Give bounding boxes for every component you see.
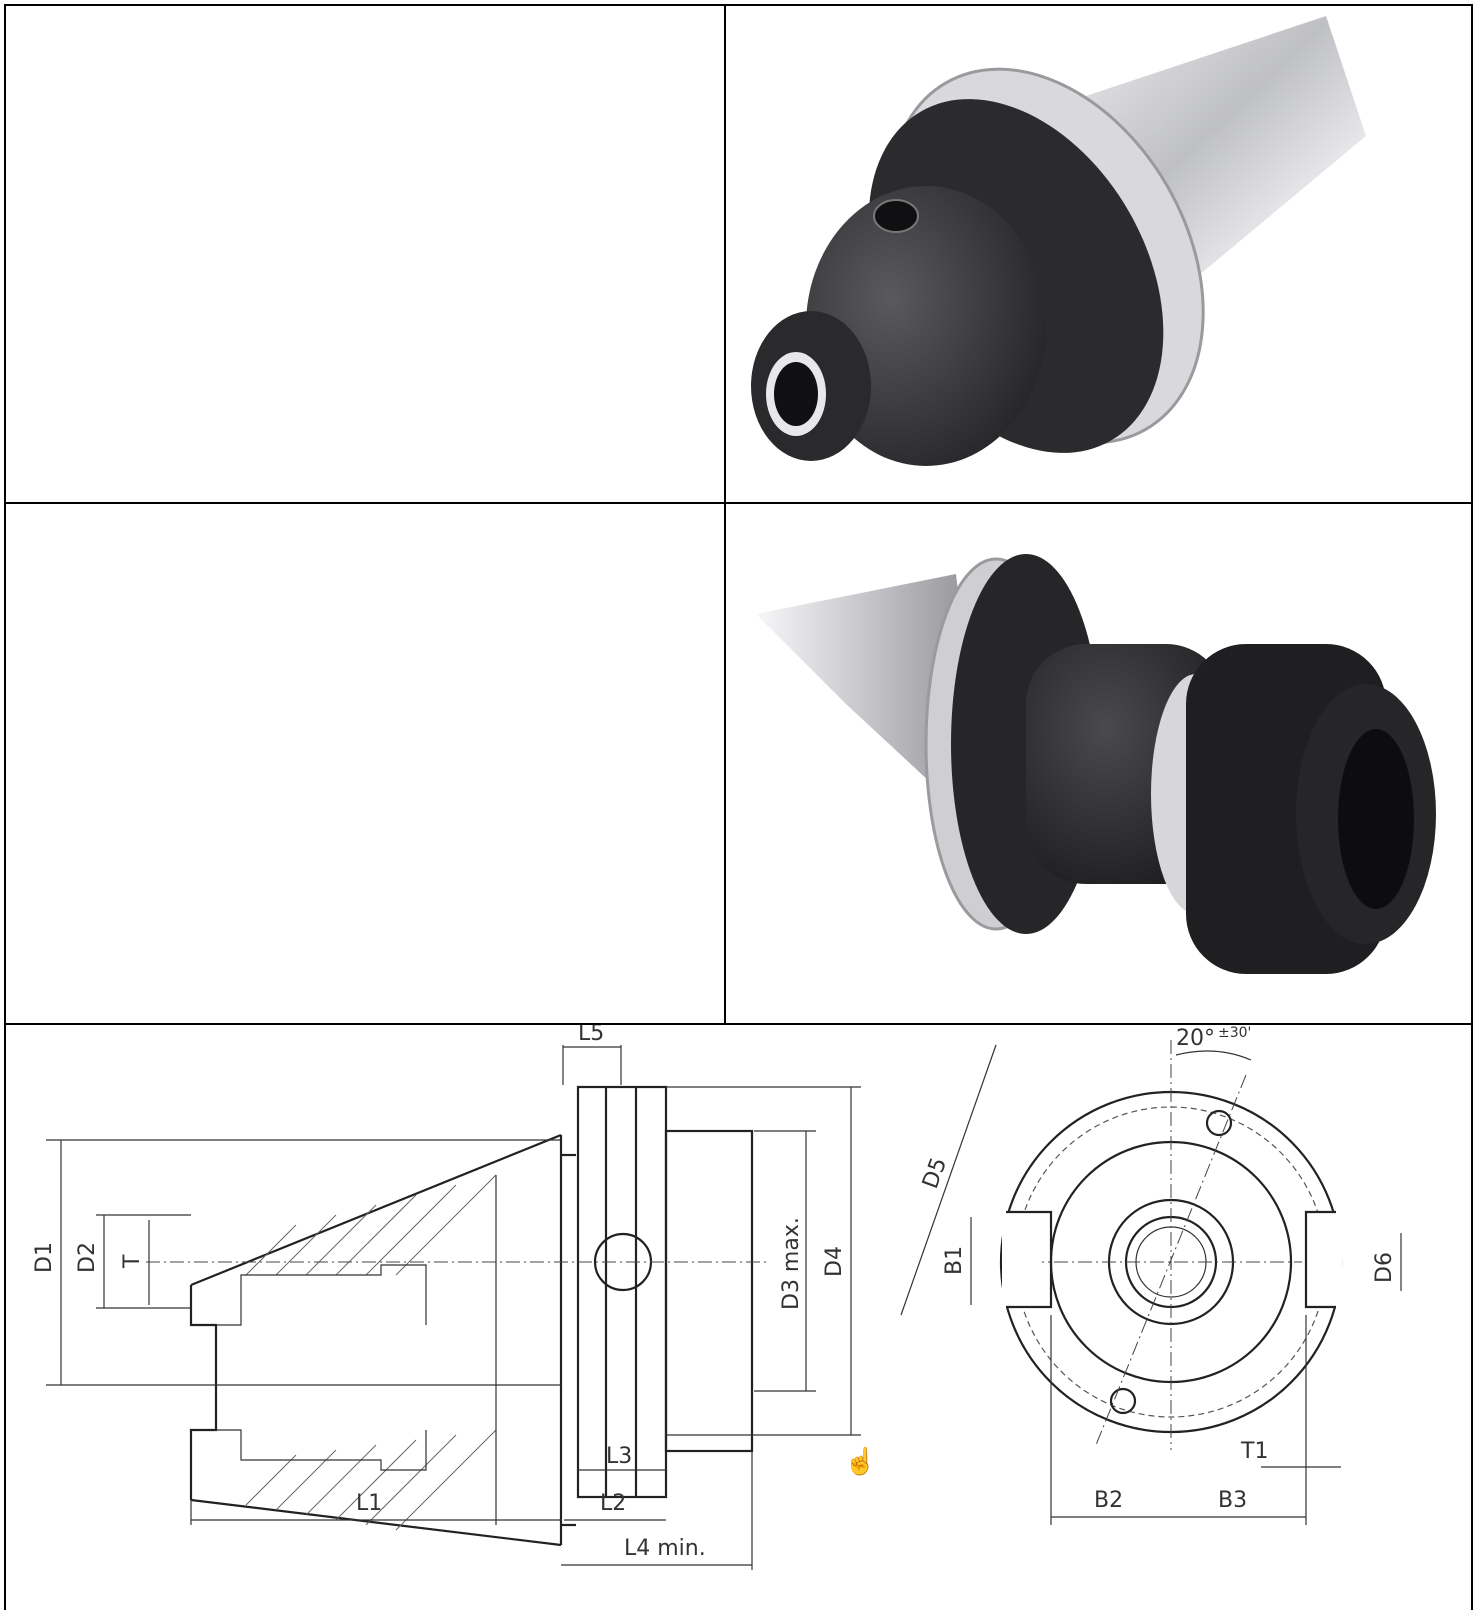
label-L3: L3: [606, 1444, 632, 1469]
label-D2: D2: [75, 1242, 100, 1273]
label-D4: D4: [822, 1246, 847, 1277]
collet-chuck-holder-illustration: [756, 554, 1436, 974]
label-B1: B1: [942, 1246, 967, 1275]
label-angle-tolerance: ±30': [1218, 1025, 1251, 1041]
section-hatch: [245, 1174, 497, 1531]
label-D1: D1: [32, 1242, 57, 1273]
label-L1: L1: [356, 1491, 382, 1516]
label-D5: D5: [918, 1154, 952, 1192]
side-view: D1 D2 T L5 D3 max. D4 L3 L2 L1 L4 min. ☝: [32, 1025, 876, 1570]
label-B2: B2: [1094, 1488, 1123, 1513]
shrink-fit-holder-illustration: [751, 16, 1366, 466]
label-D6: D6: [1372, 1252, 1397, 1283]
technical-drawing-cell: D1 D2 T L5 D3 max. D4 L3 L2 L1 L4 min. ☝: [4, 1023, 1473, 1610]
label-B3: B3: [1218, 1488, 1247, 1513]
table-cell-empty-middle: [4, 502, 726, 1025]
label-T: T: [120, 1254, 145, 1269]
label-L4: L4 min.: [624, 1536, 706, 1561]
label-angle: 20°: [1176, 1026, 1215, 1051]
tool-holder-collet-chuck-photo: [724, 502, 1473, 1025]
label-D3: D3 max.: [779, 1217, 804, 1310]
label-T1: T1: [1240, 1439, 1268, 1464]
front-view: D5 20° ±30' B1 D6 T1 B2 B3: [900, 1025, 1402, 1525]
label-L2: L2: [600, 1491, 626, 1516]
technical-drawing: D1 D2 T L5 D3 max. D4 L3 L2 L1 L4 min. ☝: [32, 1025, 1402, 1570]
table-cell-empty-top: [4, 4, 726, 504]
label-L5: L5: [578, 1025, 604, 1046]
hand-cursor-icon: ☝: [844, 1445, 876, 1477]
tool-holder-shrink-fit-photo: [724, 4, 1473, 504]
